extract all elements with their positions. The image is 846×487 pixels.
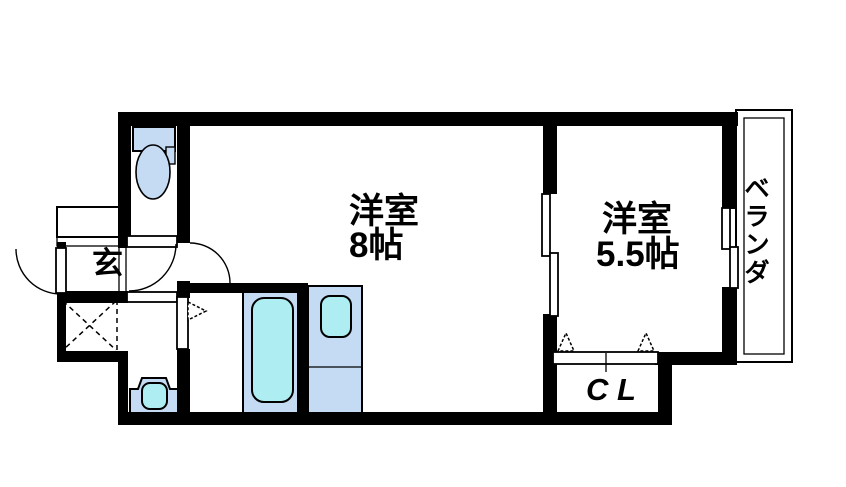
kitchen-sink-icon <box>307 285 363 414</box>
wall-toilet-right <box>177 112 190 243</box>
wall-room-divider-upper <box>543 112 557 194</box>
wall-bath-kitchen-divider <box>297 283 308 413</box>
veranda-window-panel-1 <box>721 207 731 250</box>
closet-bifold-triangle-1 <box>556 331 576 352</box>
wall-toilet-left <box>118 112 131 242</box>
living-room-name: 洋室 <box>349 191 419 231</box>
wall-step <box>57 351 128 362</box>
wall-closet-right <box>658 352 672 425</box>
shoe-cabinet-strip <box>56 236 120 247</box>
wall-washroom-left <box>57 303 66 354</box>
entrance-label: 玄 <box>92 246 123 281</box>
veranda-char-2: ラ <box>744 203 769 231</box>
bedroom-size: 5.5帖 <box>596 235 680 274</box>
veranda-char-3: ン <box>744 231 769 259</box>
veranda-label: ベ ラ ン ダ <box>744 175 769 287</box>
walls <box>57 112 738 425</box>
veranda <box>735 109 793 363</box>
washbasin-icon <box>129 377 179 414</box>
veranda-inner-border <box>743 117 785 355</box>
washing-machine-space <box>62 299 118 351</box>
wall-bottom <box>118 412 672 425</box>
entrance-door-arc <box>15 248 62 295</box>
wall-hall-stub <box>177 281 190 298</box>
closet-bifold-triangle-2 <box>636 331 656 352</box>
entrance-door-panel <box>55 247 67 294</box>
bathtub <box>251 297 294 403</box>
bathtub-icon <box>242 291 299 414</box>
toilet-bowl <box>135 144 171 200</box>
fixtures <box>62 126 363 414</box>
toilet-icon <box>132 126 176 200</box>
bath-door-swing-triangle <box>187 300 208 322</box>
wall-room-divider-lower <box>543 314 557 425</box>
bedroom-name: 洋室 <box>602 199 672 239</box>
wall-step-vertical <box>118 351 128 413</box>
bath-door-panel <box>176 296 189 350</box>
closet-label: C L <box>586 372 636 407</box>
entrance-step-line <box>118 239 127 294</box>
washroom-door-panel <box>126 291 178 303</box>
doors-and-windows <box>15 193 739 372</box>
sliding-door-panel-2 <box>549 252 559 317</box>
veranda-window-panel-2 <box>729 246 739 289</box>
wall-top <box>118 112 738 126</box>
wall-washroom-right <box>177 349 190 414</box>
wall-toilet-door-stub <box>118 234 127 248</box>
washbasin-bowl <box>141 382 168 410</box>
wall-bedroom-bottom <box>655 352 737 365</box>
veranda-outer-border <box>735 109 793 363</box>
kitchen-sink <box>320 295 352 338</box>
sliding-door-panel-1 <box>541 193 551 257</box>
toilet-door-panel <box>126 235 178 248</box>
hall-door-arc <box>189 242 231 284</box>
wall-bath-top <box>188 283 308 293</box>
wall-right-lower <box>722 287 737 365</box>
washing-machine-dashed-x <box>62 299 118 351</box>
veranda-char-4: ダ <box>744 258 769 287</box>
shoe-cabinet <box>56 206 120 238</box>
wall-right-upper <box>722 112 737 209</box>
veranda-char-1: ベ <box>744 175 769 203</box>
labels: 洋室 8帖 洋室 5.5帖 玄 C L ベ ラ ン ダ <box>92 175 770 407</box>
living-room-size: 8帖 <box>349 226 403 265</box>
toilet-door-arc <box>128 243 177 292</box>
